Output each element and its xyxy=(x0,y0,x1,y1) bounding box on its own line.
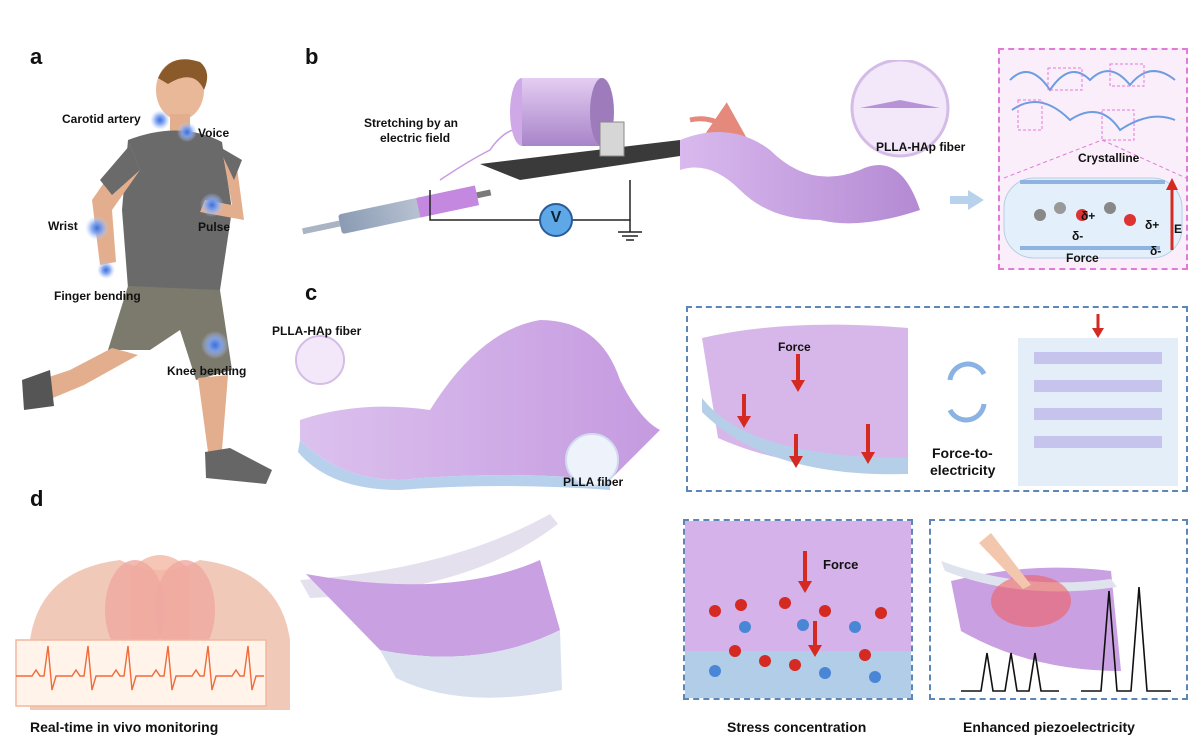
back-shoe xyxy=(22,370,54,410)
label-stretching-2: electric field xyxy=(380,131,451,145)
label-delta-minus-2: δ- xyxy=(1150,244,1162,258)
label-plla-hap-fiber-c: PLLA-HAp fiber xyxy=(272,324,362,338)
hap-magnifier xyxy=(295,335,345,385)
device-layers xyxy=(300,514,562,698)
label-carotid-artery: Carotid artery xyxy=(62,112,141,126)
stress-drawing xyxy=(685,521,911,698)
panel-letter-a: a xyxy=(30,44,43,69)
process-arrow xyxy=(689,102,749,142)
drum-holder xyxy=(599,121,625,157)
syringe xyxy=(302,185,492,235)
label-enhanced-piezo: Enhanced piezoelectricity xyxy=(963,719,1135,735)
stress-concentration-box xyxy=(683,519,913,700)
runner-figure xyxy=(22,59,272,484)
ecg-trace xyxy=(16,645,264,691)
voltmeter xyxy=(539,203,573,237)
fiber-mat xyxy=(680,132,920,224)
label-real-time-monitoring: Real-time in vivo monitoring xyxy=(30,719,219,735)
label-plla-hap-fiber-b: PLLA-HAp fiber xyxy=(876,140,966,154)
right-sleeve xyxy=(218,146,242,180)
label-delta-minus-1: δ- xyxy=(1072,229,1084,243)
fiber-closeup xyxy=(860,100,940,108)
panel-letter-c: c xyxy=(305,280,318,305)
enhanced-drawing xyxy=(941,533,1171,692)
shorts xyxy=(108,286,232,380)
front-leg xyxy=(198,375,228,452)
left-sleeve xyxy=(100,145,140,195)
label-delta-plus-2: δ+ xyxy=(1145,218,1160,232)
crystal-drawing xyxy=(1003,63,1187,259)
chest-implant xyxy=(15,555,290,710)
hair xyxy=(158,59,208,90)
sensor-knee xyxy=(201,331,229,359)
enhanced-piezo-box xyxy=(929,519,1188,700)
label-force-to-electricity-1: Force-to- xyxy=(932,445,993,461)
label-stretching-1: Stretching by an xyxy=(364,116,459,130)
label-wrist: Wrist xyxy=(48,219,78,233)
label-delta-plus-1: δ+ xyxy=(1081,209,1096,223)
ground-symbol xyxy=(618,220,642,241)
label-force-to-electricity-2: electricity xyxy=(930,462,996,478)
label-force-b: Force xyxy=(1066,251,1099,265)
label-force-d: Force xyxy=(823,557,859,572)
sensor-voice xyxy=(177,122,197,142)
force-mechanism-box xyxy=(686,306,1188,492)
collector-base xyxy=(480,140,720,180)
mat-top-layer xyxy=(300,320,660,480)
label-pulse: Pulse xyxy=(198,220,231,234)
electrospinning-diagram xyxy=(302,60,984,241)
fiber-mat-layered xyxy=(295,320,660,490)
label-force-c: Force xyxy=(778,340,811,354)
label-stress-concentration: Stress concentration xyxy=(727,719,867,735)
sensor-finger xyxy=(97,261,115,279)
shirt xyxy=(122,130,232,295)
label-field-e: E xyxy=(1174,222,1183,236)
force-mechanism-drawing xyxy=(702,314,1178,486)
label-crystalline: Crystalline xyxy=(1078,151,1140,165)
mat-blue-layer xyxy=(298,440,610,490)
drum xyxy=(522,78,602,146)
panel-letter-b: b xyxy=(305,44,319,69)
sensor-pulse xyxy=(200,193,224,217)
voltmeter-label: V xyxy=(550,209,562,226)
back-leg xyxy=(40,348,138,400)
label-plla-fiber: PLLA fiber xyxy=(563,475,624,489)
wire-right xyxy=(572,180,631,221)
sensor-carotid xyxy=(150,110,170,130)
label-finger-bending: Finger bending xyxy=(54,289,141,303)
crystal-structure-box xyxy=(998,48,1188,270)
label-knee-bending: Knee bending xyxy=(167,364,247,378)
label-voice: Voice xyxy=(198,126,230,140)
panel-letter-d: d xyxy=(30,486,44,511)
wire-left xyxy=(429,190,540,221)
sensor-wrist xyxy=(85,216,109,240)
front-shoe xyxy=(205,448,272,484)
plla-magnifier xyxy=(565,433,619,487)
